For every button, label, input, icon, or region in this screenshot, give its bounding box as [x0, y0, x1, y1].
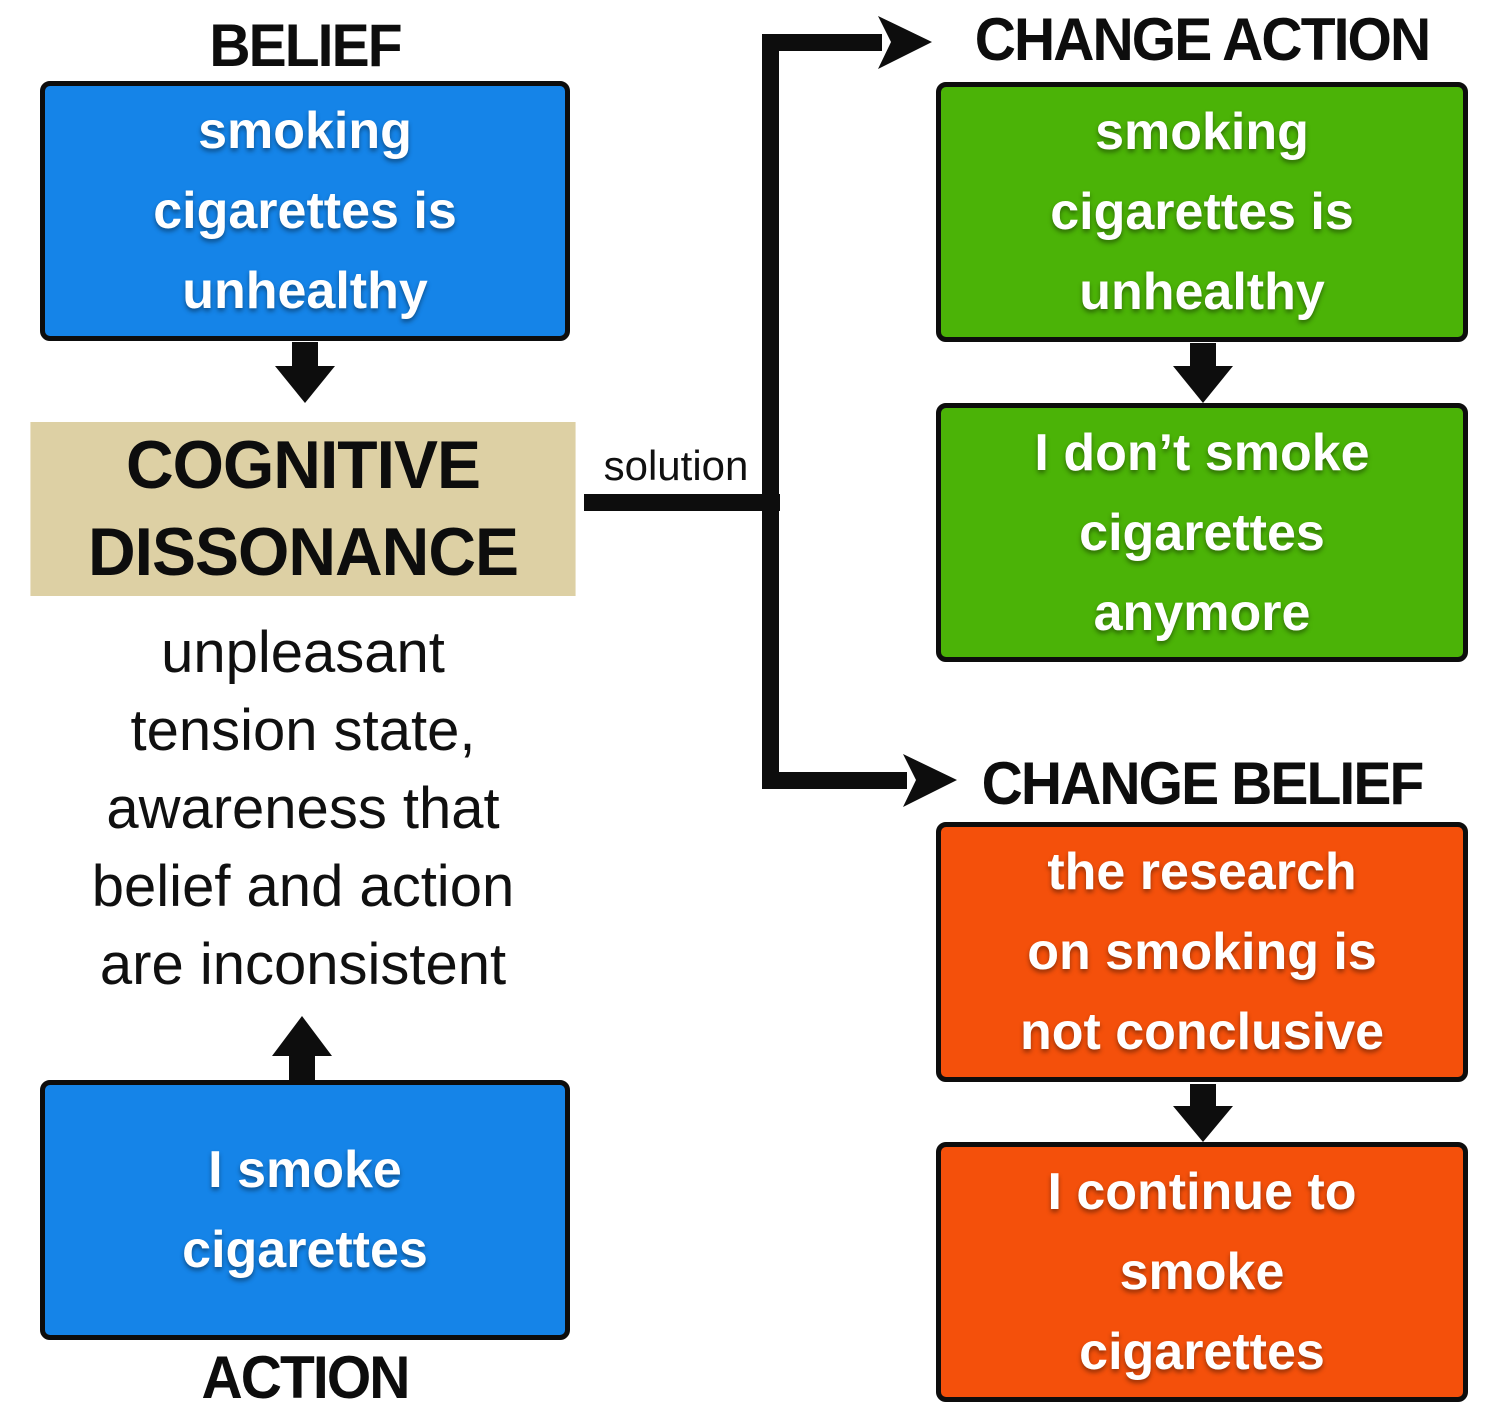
- action-box: I smoke cigarettes: [40, 1080, 570, 1340]
- branch-vertical-line: [762, 34, 779, 789]
- action-heading: ACTION: [201, 1344, 410, 1411]
- cognitive-dissonance-description: unpleasant tension state, awareness that…: [91, 620, 515, 997]
- branch-bottom-line: [762, 772, 907, 789]
- down-arrow-icon: [1173, 343, 1233, 403]
- change-belief-box-2: I continue to smoke cigarettes: [936, 1142, 1468, 1402]
- belief-heading: BELIEF: [209, 12, 402, 79]
- right-arrowhead-top-icon: [878, 16, 932, 69]
- down-arrow-icon: [275, 342, 335, 403]
- up-arrow-icon: [272, 1016, 332, 1082]
- cognitive-dissonance-title: COGNITIVE DISSONANCE: [30, 422, 576, 596]
- belief-box: smoking cigarettes is unhealthy: [40, 81, 570, 341]
- right-arrowhead-bottom-icon: [903, 754, 957, 807]
- solution-label: solution: [603, 442, 749, 489]
- branch-top-line: [762, 34, 882, 51]
- solution-line: [584, 494, 780, 511]
- change-action-box-1: smoking cigarettes is unhealthy: [936, 82, 1468, 342]
- change-action-box-2: I don’t smoke cigarettes anymore: [936, 403, 1468, 662]
- change-belief-box-1: the research on smoking is not conclusiv…: [936, 822, 1468, 1082]
- change-belief-heading: CHANGE BELIEF: [981, 750, 1425, 817]
- change-action-heading: CHANGE ACTION: [974, 6, 1431, 73]
- down-arrow-icon: [1173, 1084, 1233, 1142]
